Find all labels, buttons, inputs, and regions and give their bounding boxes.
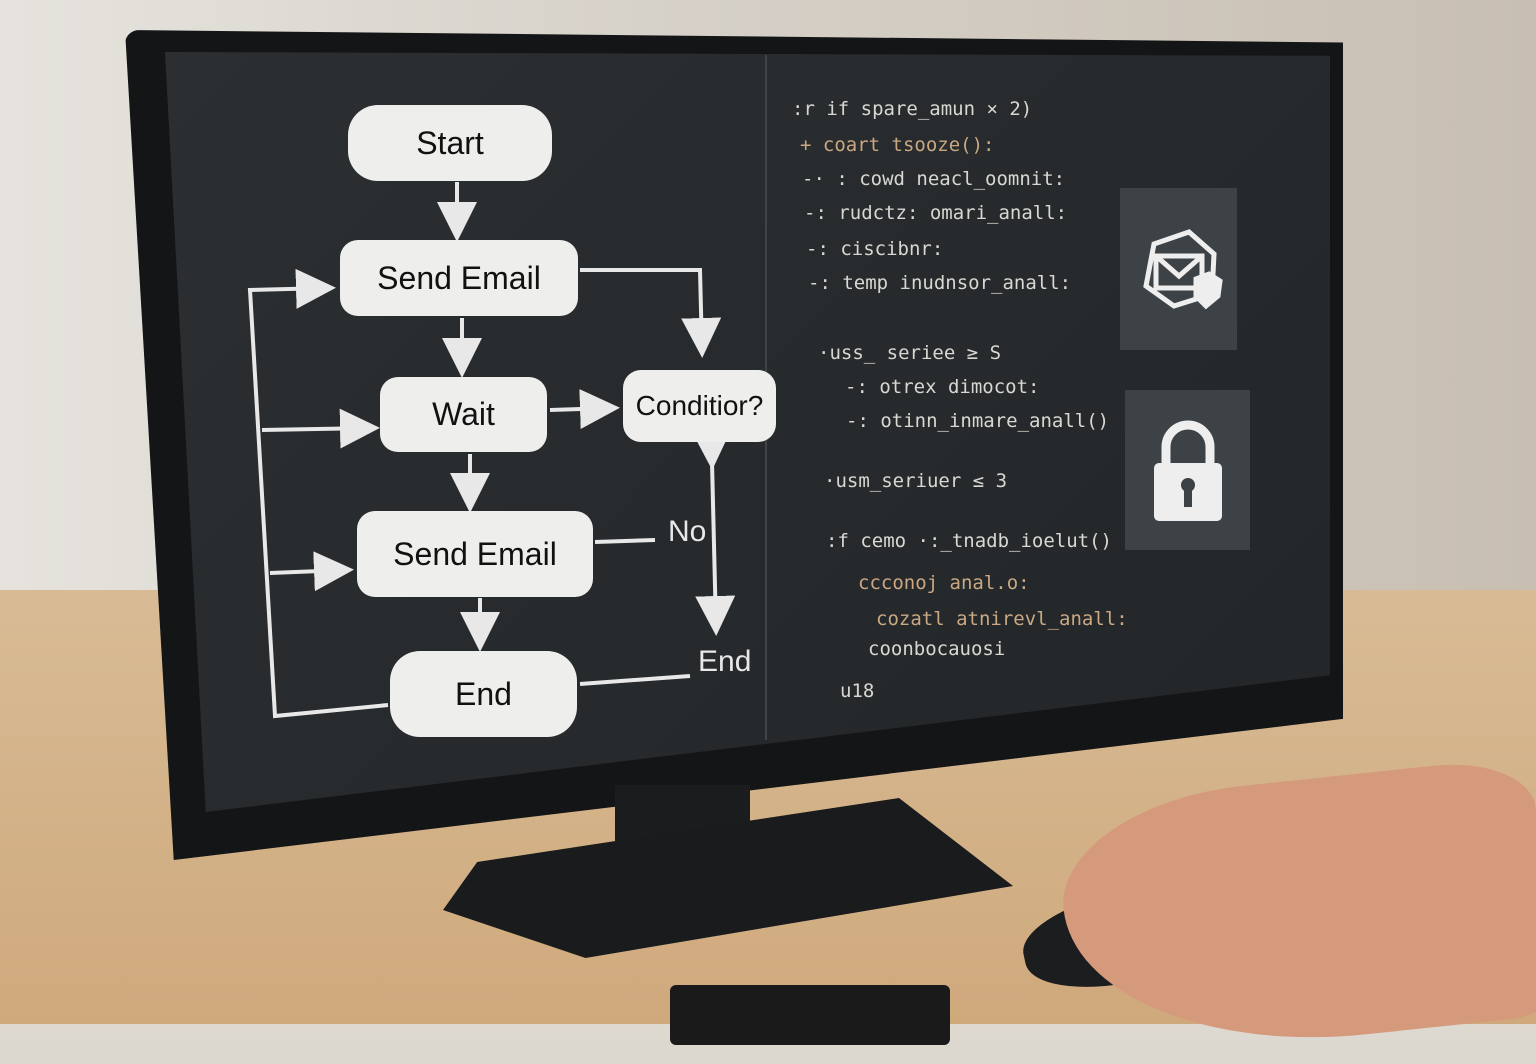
- label-no: No: [668, 515, 707, 548]
- arrow-send-condition: [580, 268, 722, 358]
- code-line: ccconoj anal.o:: [858, 572, 1030, 594]
- node-send-email-1[interactable]: Send Email: [340, 240, 578, 316]
- loop-line: [247, 268, 389, 719]
- code-line: ·uss_ seriee ≥ S: [818, 342, 1002, 364]
- node-wait[interactable]: Wait: [380, 377, 547, 452]
- line-end-end: [579, 674, 691, 686]
- code-line: -· : cowd neacl_oomnit:: [802, 168, 1066, 190]
- code-line: -: otrex dimocot:: [845, 376, 1040, 398]
- line-send2-no: [594, 538, 656, 544]
- code-line: :f cemo ·:_tnadb_ioelut(): [826, 530, 1112, 552]
- node-start[interactable]: Start: [348, 105, 552, 181]
- keyboard: [670, 985, 950, 1045]
- node-send-email-2[interactable]: Send Email: [357, 511, 593, 597]
- code-line: -: temp inudnsor_anall:: [808, 272, 1072, 294]
- code-line: ·usm_seriuer ≤ 3: [824, 470, 1008, 492]
- arrow-wait-condition: [549, 389, 620, 430]
- flowchart-connectors: [247, 182, 736, 719]
- code-line: + coart tsooze():: [800, 134, 995, 156]
- code-line: -: otinn_inmare_anall(): [846, 410, 1110, 432]
- code-line: -: rudctz: omari_anall:: [804, 202, 1068, 224]
- code-line: :r if spare_amun × 2): [792, 98, 1033, 120]
- node-end[interactable]: End: [390, 651, 577, 737]
- label-end: End: [698, 645, 752, 678]
- envelope-shield-icon: [1120, 188, 1237, 350]
- code-line: -: ciscibnr:: [806, 238, 944, 260]
- code-line: coonbocauosi: [868, 638, 1006, 660]
- code-line: cozatl atnirevl_anall:: [876, 608, 1128, 630]
- node-condition[interactable]: Conditior?: [623, 370, 776, 442]
- lock-icon: [1125, 390, 1250, 550]
- arrow-bidirectional: [691, 429, 736, 636]
- arrow-loop-send2: [269, 551, 354, 592]
- code-line: u18: [840, 680, 875, 702]
- arrow-loop-wait: [261, 408, 380, 449]
